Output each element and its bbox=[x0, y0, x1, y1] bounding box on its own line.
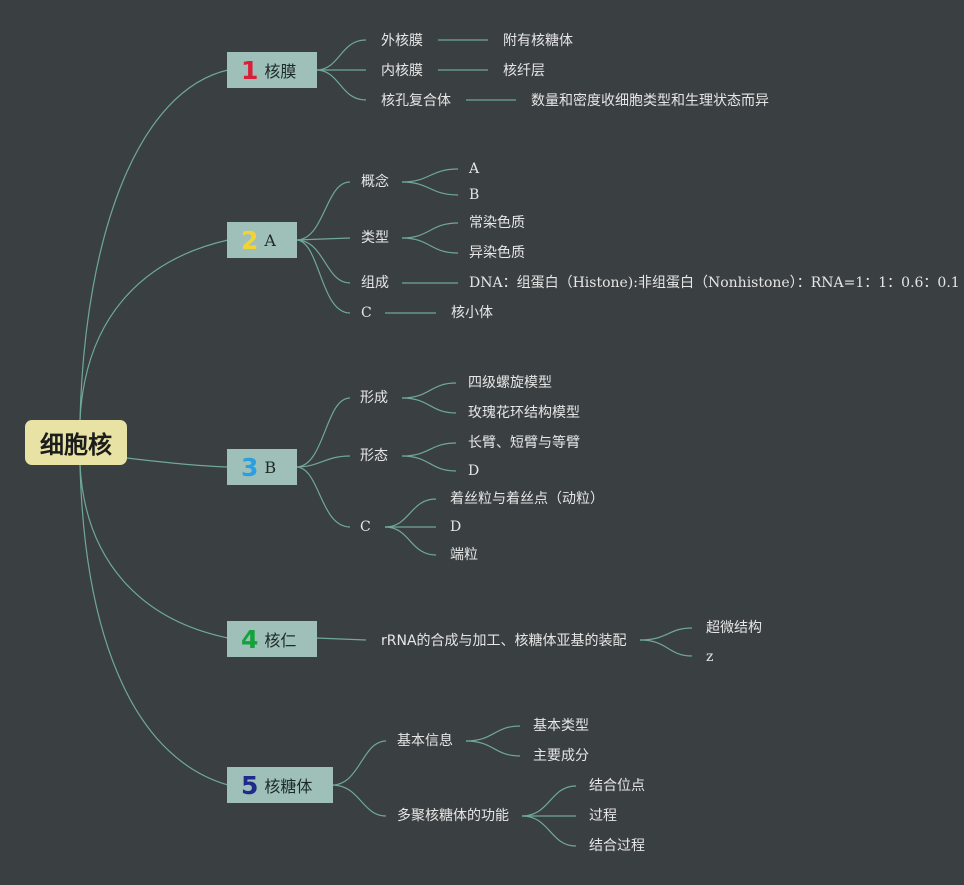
topic-centromere[interactable]: 着丝粒与着丝点（动粒） bbox=[450, 491, 604, 507]
branch-number-2: 2 bbox=[241, 225, 259, 255]
branch-number-1: 1 bbox=[241, 55, 259, 85]
branch-node-2[interactable]: 2 A bbox=[227, 222, 297, 258]
topic-type[interactable]: 类型 bbox=[361, 230, 389, 246]
topic-heterochromatin[interactable]: 异染色质 bbox=[469, 245, 525, 261]
topic-ultrastructure[interactable]: 超微结构 bbox=[706, 620, 762, 636]
branch-node-4[interactable]: 4 核仁 bbox=[227, 621, 317, 657]
root-node[interactable]: 细胞核 bbox=[25, 420, 127, 465]
topic-morphology[interactable]: 形态 bbox=[360, 448, 388, 464]
topic-pore-complex-detail[interactable]: 数量和密度收细胞类型和生理状态而异 bbox=[531, 93, 769, 109]
topic-process[interactable]: 过程 bbox=[589, 808, 617, 824]
topic-morph-d[interactable]: D bbox=[468, 463, 480, 479]
topic-pore-complex[interactable]: 核孔复合体 bbox=[381, 93, 451, 109]
topic-formation[interactable]: 形成 bbox=[360, 390, 388, 406]
topic-composition-ratio[interactable]: DNA：组蛋白（Histone):非组蛋白（Nonhistone）：RNA=1：… bbox=[469, 275, 960, 291]
branch-node-1[interactable]: 1 核膜 bbox=[227, 52, 317, 88]
topic-polysome-function[interactable]: 多聚核糖体的功能 bbox=[397, 808, 509, 824]
topic-four-helix-model[interactable]: 四级螺旋模型 bbox=[468, 375, 552, 391]
branch-node-5[interactable]: 5 核糖体 bbox=[227, 767, 333, 803]
topic-binding-process[interactable]: 结合过程 bbox=[589, 838, 645, 854]
topic-outer-membrane-detail[interactable]: 附有核糖体 bbox=[503, 33, 573, 49]
branch-label-3: B bbox=[264, 457, 277, 477]
topic-concept-b[interactable]: B bbox=[469, 187, 480, 203]
topic-composition[interactable]: 组成 bbox=[361, 275, 389, 291]
link-root-b4 bbox=[79, 464, 229, 639]
topic-basic-types[interactable]: 基本类型 bbox=[533, 718, 589, 734]
branch-label-1: 核膜 bbox=[264, 62, 297, 81]
topic-binding-sites[interactable]: 结合位点 bbox=[589, 778, 645, 794]
link-root-b3 bbox=[126, 457, 229, 468]
topic-z[interactable]: z bbox=[706, 649, 714, 665]
topic-rrna-function[interactable]: rRNA的合成与加工、核糖体亚基的装配 bbox=[381, 633, 627, 649]
topic-inner-membrane[interactable]: 内核膜 bbox=[381, 63, 423, 79]
topic-euchromatin[interactable]: 常染色质 bbox=[469, 215, 525, 231]
branch-number-3: 3 bbox=[241, 452, 259, 482]
topic-rosette-model[interactable]: 玫瑰花环结构模型 bbox=[468, 405, 580, 421]
topic-c[interactable]: C bbox=[361, 305, 372, 321]
topic-concept[interactable]: 概念 bbox=[361, 174, 389, 190]
topic-b3-c[interactable]: C bbox=[360, 519, 371, 535]
branch-node-3[interactable]: 3 B bbox=[227, 449, 297, 485]
link-root-b5 bbox=[79, 464, 229, 786]
topic-inner-membrane-detail[interactable]: 核纤层 bbox=[503, 63, 545, 79]
topic-nucleosome[interactable]: 核小体 bbox=[451, 305, 493, 321]
topic-concept-a[interactable]: A bbox=[469, 161, 480, 177]
branch-label-2: A bbox=[264, 230, 276, 250]
branch-number-4: 4 bbox=[241, 624, 259, 654]
topic-main-components[interactable]: 主要成分 bbox=[533, 748, 589, 764]
branch-label-4: 核仁 bbox=[264, 631, 297, 650]
branch-label-5: 核糖体 bbox=[264, 777, 313, 796]
branch-number-5: 5 bbox=[241, 770, 259, 800]
topic-arms[interactable]: 长臂、短臂与等臂 bbox=[468, 435, 580, 451]
link-root-b2 bbox=[79, 239, 229, 421]
topic-telomere[interactable]: 端粒 bbox=[450, 547, 478, 563]
topic-c-d[interactable]: D bbox=[450, 519, 462, 535]
topic-basic-info[interactable]: 基本信息 bbox=[397, 733, 453, 749]
topic-outer-membrane[interactable]: 外核膜 bbox=[381, 33, 423, 49]
link-root-b1 bbox=[79, 69, 229, 421]
